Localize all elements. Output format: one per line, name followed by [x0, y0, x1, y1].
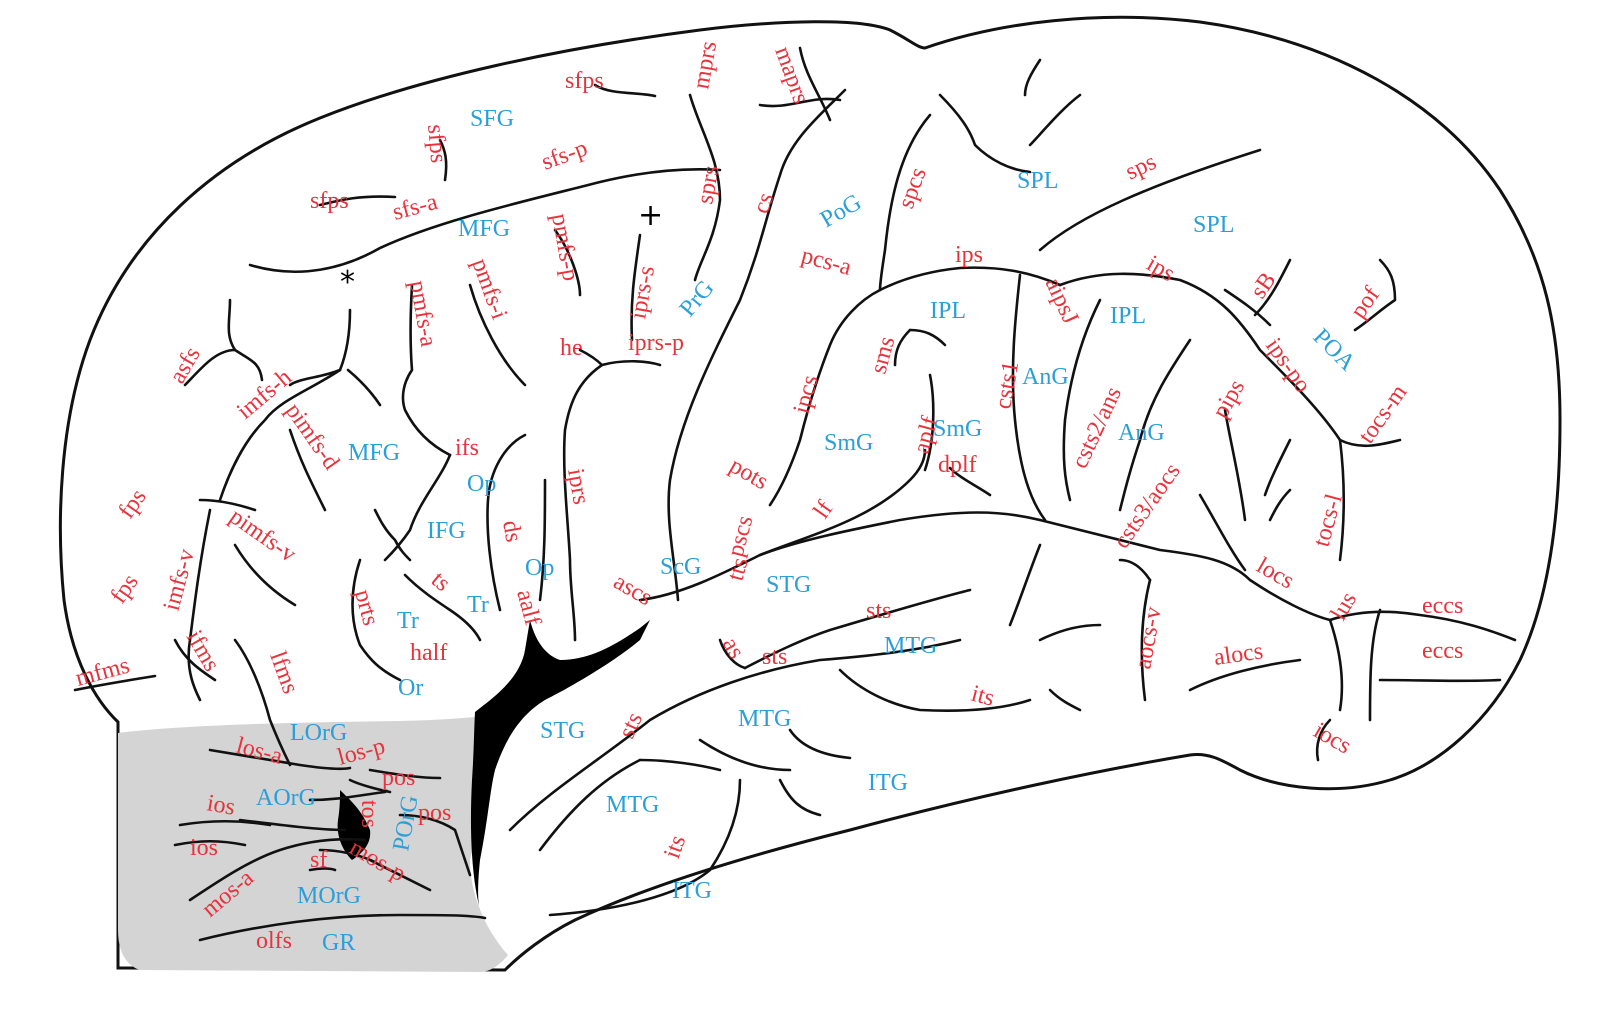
label-iprs-p: iprs-p [628, 330, 684, 356]
label-Tr-left: Tr [397, 608, 419, 634]
label-Or: Or [398, 675, 423, 701]
label-AOrG: AOrG [256, 785, 316, 811]
label-IPL-left: IPL [930, 298, 966, 324]
label-ds: ds [497, 519, 526, 545]
label-ips-mid: ips [955, 242, 983, 268]
label-Op-upper: Op [467, 471, 496, 497]
label-AnG-right: AnG [1118, 420, 1165, 446]
label-STG-upper: STG [766, 572, 811, 598]
orbital-fissure [337, 790, 371, 860]
asterisk-marker: * [340, 265, 355, 300]
label-STG-lower: STG [540, 718, 585, 744]
label-pos-upper: pos [382, 765, 415, 791]
label-sfps-left: sfps [310, 188, 349, 214]
label-ifs: ifs [455, 435, 479, 461]
label-sfps-upper: sfps [422, 123, 451, 164]
label-MTG-upper: MTG [884, 633, 937, 659]
label-ITG-lower: ITG [672, 878, 712, 904]
label-ios-lower: ios [190, 835, 218, 861]
label-ios-upper: ios [205, 790, 237, 820]
plus-marker: + [638, 198, 663, 233]
label-LOrG: LOrG [290, 720, 347, 746]
sulcal-lines [73, 46, 1517, 942]
label-SFG: SFG [470, 106, 514, 132]
label-MFG-lower: MFG [348, 440, 400, 466]
label-half: half [410, 640, 447, 666]
label-sfps-top: sfps [565, 68, 604, 94]
label-pos-lower: pos [418, 800, 451, 826]
label-he: he [560, 335, 583, 361]
label-ScG: ScG [660, 554, 701, 580]
label-olfs: olfs [256, 928, 292, 954]
label-MOrG: MOrG [297, 883, 361, 909]
orbital-surface-region [118, 715, 508, 972]
label-eccs-upper: eccs [1422, 593, 1463, 619]
label-SmG-left: SmG [824, 430, 873, 456]
label-tos: tos [356, 800, 382, 828]
label-SmG-right: SmG [933, 416, 982, 442]
label-ITG-right: ITG [868, 770, 908, 796]
label-dplf: dplf [938, 452, 977, 478]
label-SPL-right: SPL [1193, 212, 1234, 238]
label-sf: sf [310, 847, 327, 873]
label-AnG-left: AnG [1022, 364, 1069, 390]
label-GR: GR [322, 930, 355, 956]
label-IPL-right: IPL [1110, 303, 1146, 329]
label-MTG-mid: MTG [738, 706, 791, 732]
gyrus-labels: SFG MFG MFG PoG PrG SPL SPL IPL IPL POA … [256, 106, 1361, 956]
label-MTG-lower: MTG [606, 792, 659, 818]
label-SPL-upper: SPL [1017, 168, 1058, 194]
label-sts-upper: sts [866, 598, 891, 624]
label-eccs-lower: eccs [1422, 638, 1463, 664]
label-Op-lower: Op [525, 555, 554, 581]
label-IFG: IFG [427, 518, 466, 544]
label-Tr-right: Tr [467, 592, 489, 618]
sylvian-fissure [470, 620, 650, 910]
label-sts-mid: sts [762, 644, 787, 670]
label-MFG-upper: MFG [458, 216, 510, 242]
label-iprs: iprs [562, 467, 594, 507]
